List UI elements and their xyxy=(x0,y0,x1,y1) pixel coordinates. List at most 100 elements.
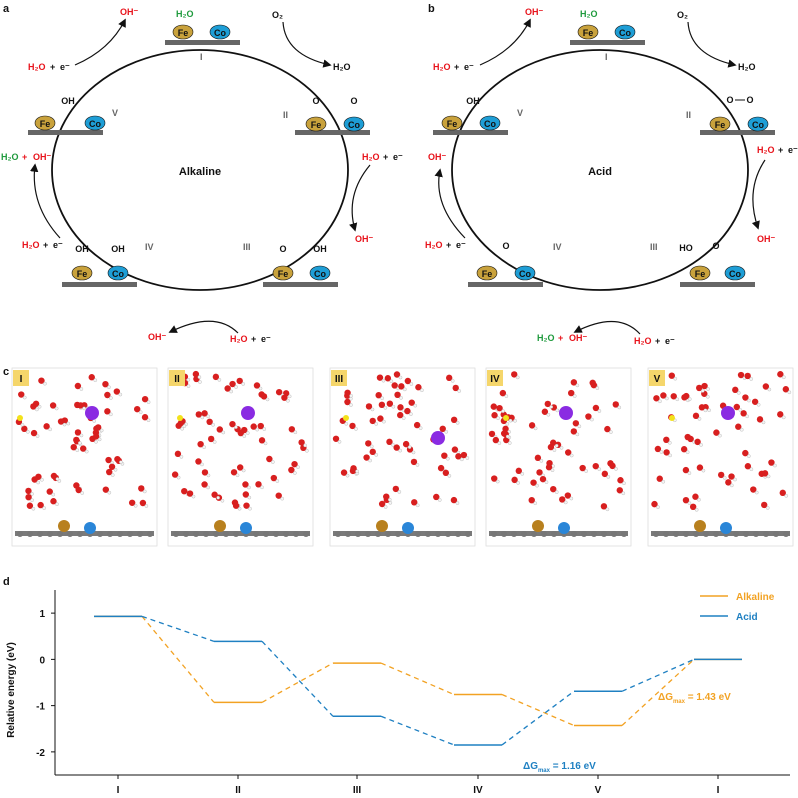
water-oxygen xyxy=(195,411,202,418)
y-tick-label: -1 xyxy=(36,702,45,713)
svg-text:H₂O: H₂O xyxy=(757,145,775,155)
water-hydrogen xyxy=(555,408,560,413)
water-hydrogen xyxy=(275,479,280,483)
water-oxygen xyxy=(698,404,706,411)
water-oxygen xyxy=(102,486,110,493)
water-hydrogen xyxy=(391,443,395,447)
water-hydrogen xyxy=(383,505,388,509)
carbon-atom xyxy=(551,531,557,537)
water-hydrogen xyxy=(533,426,538,431)
ion-atom xyxy=(431,431,445,445)
water-hydrogen xyxy=(387,497,392,502)
water-oxygen xyxy=(18,391,25,398)
water-hydrogen xyxy=(258,386,263,391)
carbon-atom xyxy=(37,531,43,537)
graphene-sheet xyxy=(15,531,154,536)
site-III: Fe Co O OH III xyxy=(243,242,338,287)
svg-text:Fe: Fe xyxy=(695,269,706,279)
water-oxygen xyxy=(237,429,244,437)
water-hydrogen xyxy=(575,383,580,388)
water-hydrogen xyxy=(296,465,300,469)
water-oxygen xyxy=(275,492,282,499)
water-hydrogen xyxy=(248,506,252,511)
carbon-atom xyxy=(77,531,83,537)
fe-atom xyxy=(376,520,388,532)
carbon-atom xyxy=(693,531,699,537)
water-hydrogen xyxy=(79,433,84,438)
svg-text:+: + xyxy=(383,152,388,162)
x-tick-label: V xyxy=(595,785,602,796)
water-hydrogen xyxy=(271,460,275,464)
water-oxygen xyxy=(236,464,244,471)
water-hydrogen xyxy=(216,495,220,500)
water-oxygen xyxy=(410,458,418,466)
svg-text:+: + xyxy=(22,152,27,162)
water-hydrogen xyxy=(262,427,267,431)
water-hydrogen xyxy=(749,467,754,471)
carbon-atom xyxy=(137,531,143,537)
water-oxygen xyxy=(663,449,670,456)
svg-text:H₂O: H₂O xyxy=(425,240,443,250)
water-hydrogen xyxy=(761,420,766,425)
svg-text:Co: Co xyxy=(89,119,101,129)
water-oxygen xyxy=(397,411,404,419)
carbon-atom xyxy=(541,531,547,537)
water-oxygen xyxy=(197,440,204,448)
water-hydrogen xyxy=(293,471,297,475)
water-oxygen xyxy=(224,385,231,392)
svg-text:e⁻: e⁻ xyxy=(261,334,271,344)
water-oxygen xyxy=(744,372,751,380)
water-hydrogen xyxy=(93,378,98,382)
carbon-atom xyxy=(445,531,451,537)
water-oxygen xyxy=(692,412,700,420)
water-hydrogen xyxy=(700,389,705,393)
carbon-atom xyxy=(395,531,401,537)
carbon-atom xyxy=(531,531,537,537)
water-hydrogen xyxy=(255,427,259,432)
water-oxygen xyxy=(742,449,749,457)
fe-atom xyxy=(694,520,706,532)
water-oxygen xyxy=(192,370,200,378)
water-oxygen xyxy=(511,371,518,378)
svg-text:+: + xyxy=(446,240,451,250)
water-oxygen xyxy=(756,416,764,423)
water-oxygen xyxy=(612,401,619,408)
co-atom xyxy=(402,522,414,534)
water-hydrogen xyxy=(687,501,692,505)
water-hydrogen xyxy=(62,422,67,427)
water-hydrogen xyxy=(43,381,47,386)
water-hydrogen xyxy=(26,430,30,434)
water-hydrogen xyxy=(113,468,118,472)
water-oxygen xyxy=(683,392,690,400)
snapshot-label-badge xyxy=(487,370,503,386)
carbon-atom xyxy=(415,531,421,537)
water-oxygen xyxy=(186,490,194,497)
water-oxygen xyxy=(73,436,80,444)
carbon-atom xyxy=(273,531,279,537)
water-hydrogen xyxy=(234,425,238,429)
water-oxygen xyxy=(564,449,572,456)
water-hydrogen xyxy=(138,410,143,414)
svg-text:H₂O: H₂O xyxy=(28,62,46,72)
transition-line xyxy=(141,615,215,703)
svg-text:I: I xyxy=(605,52,608,62)
water-oxygen xyxy=(415,384,422,391)
water-hydrogen xyxy=(54,406,59,411)
carbon-atom xyxy=(355,531,361,537)
water-hydrogen xyxy=(590,417,594,422)
svg-text:OH: OH xyxy=(313,244,327,254)
svg-text:O: O xyxy=(350,96,357,106)
water-hydrogen xyxy=(368,458,372,463)
water-hydrogen xyxy=(505,422,510,426)
svg-text:II: II xyxy=(283,110,288,120)
water-hydrogen xyxy=(533,501,537,505)
water-hydrogen xyxy=(707,408,711,412)
water-oxygen xyxy=(750,486,757,493)
svg-text:Co: Co xyxy=(519,269,531,279)
water-hydrogen xyxy=(516,481,520,485)
water-oxygen xyxy=(201,469,209,476)
fe-atom xyxy=(58,520,70,532)
water-oxygen xyxy=(547,443,555,451)
water-oxygen xyxy=(740,410,747,417)
water-oxygen xyxy=(207,435,215,443)
